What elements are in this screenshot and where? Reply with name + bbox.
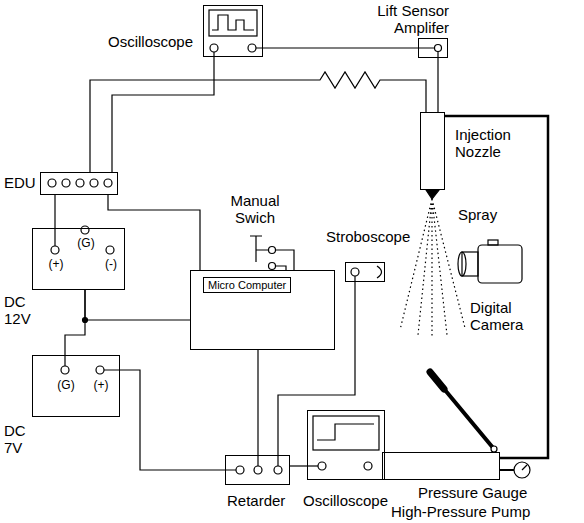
camera-lens-front xyxy=(458,252,466,276)
wire xyxy=(263,47,418,48)
device-label: EDU xyxy=(4,175,36,192)
device-label: DC 7V xyxy=(4,423,34,456)
dial-needle xyxy=(522,465,527,470)
device-label: Oscilloscope xyxy=(108,34,193,51)
terminal-stub xyxy=(225,455,278,470)
terminal xyxy=(435,45,442,52)
device-label: DC 12V xyxy=(4,294,34,327)
terminal xyxy=(269,263,276,270)
spray-cone xyxy=(400,199,465,336)
scope-box: Oscilloscope xyxy=(307,410,385,480)
terminal xyxy=(76,179,84,187)
camera-body xyxy=(478,245,522,283)
terminal xyxy=(51,246,59,254)
terminal xyxy=(48,179,56,187)
terminal xyxy=(106,246,114,254)
terminal-label: (+) xyxy=(94,379,109,392)
terminal-label: (G) xyxy=(77,237,94,250)
terminal-stub xyxy=(54,228,55,246)
switch-symbol xyxy=(250,236,268,262)
lever-handle xyxy=(430,372,494,449)
pressure-unit: High-Pressure Pump xyxy=(382,452,500,480)
wire xyxy=(290,465,307,466)
wire xyxy=(112,57,214,172)
terminal-label: (+) xyxy=(49,258,64,271)
terminal xyxy=(62,179,70,187)
device-label: Retarder xyxy=(227,493,285,510)
lever-grip xyxy=(430,372,444,389)
terminal-stub xyxy=(307,465,318,466)
terminal xyxy=(210,44,218,52)
terminal xyxy=(269,247,276,254)
part-label: Digital Camera xyxy=(470,300,532,333)
terminal xyxy=(364,462,372,470)
wire xyxy=(108,195,200,270)
controller-box: Micro Computer xyxy=(190,270,335,350)
waveform xyxy=(317,424,374,440)
terminal xyxy=(351,268,359,276)
delay-box: Retarder xyxy=(225,455,290,485)
nozzle-tip xyxy=(426,190,439,199)
device-label: High-Pressure Pump xyxy=(391,504,530,521)
driver-unit: EDU xyxy=(40,172,118,195)
switch-label: Manual Swich xyxy=(220,193,290,226)
injector-box: Injection Nozzle xyxy=(420,112,445,190)
terminal xyxy=(254,466,262,474)
switch-wire xyxy=(276,250,295,270)
amplifier-box: Lift Sensor Amplifer xyxy=(418,38,448,58)
wire xyxy=(257,350,258,455)
terminal xyxy=(274,466,282,474)
wire xyxy=(278,282,355,455)
strobe-box: Stroboscope xyxy=(345,262,385,282)
terminal xyxy=(104,179,112,187)
wire xyxy=(85,290,190,320)
device-label: Lift Sensor Amplifer xyxy=(349,3,449,36)
wire xyxy=(445,116,548,458)
part-label: Spray xyxy=(458,207,497,224)
terminal-stub xyxy=(65,355,120,370)
terminal xyxy=(248,44,256,52)
terminal xyxy=(96,366,104,374)
device-label: Stroboscope xyxy=(326,229,410,246)
scope-screen xyxy=(313,416,379,450)
wire xyxy=(437,58,438,112)
device-label: Injection Nozzle xyxy=(455,127,535,160)
terminal xyxy=(318,462,326,470)
terminal xyxy=(61,366,69,374)
terminal-label: (G) xyxy=(57,379,74,392)
scope-box: Oscilloscope xyxy=(203,5,263,57)
lamp-lens xyxy=(377,266,382,278)
terminal xyxy=(236,466,244,474)
wire xyxy=(54,195,55,228)
chip-label: Micro Computer xyxy=(203,277,291,293)
dial-pipe xyxy=(500,469,514,471)
drawing-group xyxy=(48,10,530,478)
wire xyxy=(65,290,85,355)
wire xyxy=(120,370,225,470)
terminal-stub xyxy=(214,48,263,57)
scope-screen xyxy=(209,10,257,36)
terminal xyxy=(90,179,98,187)
device-label: Oscilloscope xyxy=(303,493,388,510)
terminal-stub xyxy=(418,48,438,58)
waveform xyxy=(212,15,254,30)
part-label: Pressure Gauge xyxy=(418,485,527,502)
dial xyxy=(514,462,530,478)
supply-box: DC 12V(+)(G)(-) xyxy=(32,228,125,290)
camera-button xyxy=(488,240,498,245)
wire xyxy=(90,72,426,172)
supply-box: DC 7V(G)(+) xyxy=(32,355,120,417)
terminal-label: (-) xyxy=(105,258,117,271)
